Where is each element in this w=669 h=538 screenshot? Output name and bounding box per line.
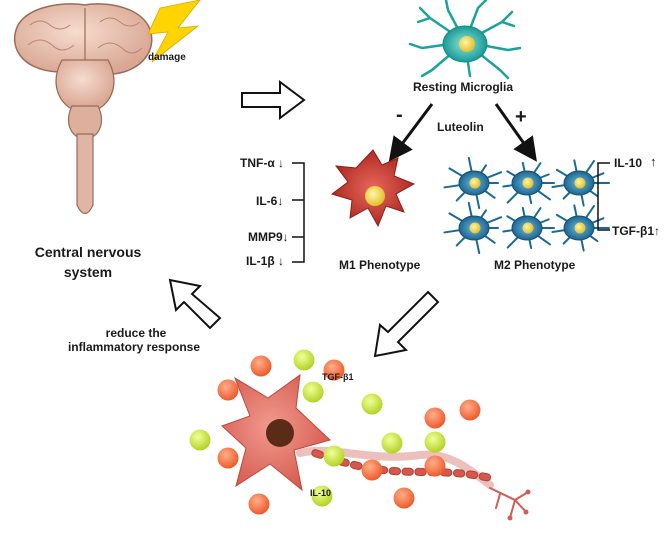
resting-microglia-label: Resting Microglia xyxy=(413,80,514,94)
lightning-icon xyxy=(147,0,201,63)
plus-sign: + xyxy=(515,106,527,128)
hollow-arrow-right xyxy=(241,80,306,120)
m2-markers-bracket xyxy=(597,162,610,231)
tgf-b1-ball xyxy=(393,487,415,509)
tgf-b1-ball xyxy=(459,399,481,421)
il-10-ball xyxy=(424,431,446,453)
axon-segment xyxy=(465,470,479,480)
m2-cell xyxy=(502,161,555,205)
resting-microglia-cell xyxy=(408,0,522,80)
m1-marker-mmp9: MMP9↓ xyxy=(248,230,289,244)
m2-cell xyxy=(502,206,555,250)
cns-label-line2: system xyxy=(63,264,113,280)
il-10-ball xyxy=(323,445,345,467)
tgf-b1-ball xyxy=(248,493,270,515)
il-10-ball xyxy=(361,393,383,415)
il-10-ball xyxy=(302,381,324,403)
arrow-to-m1 xyxy=(388,103,434,162)
tgf-b1-ball xyxy=(424,455,446,477)
brain-illustration xyxy=(13,3,153,215)
m2-microglia-cells xyxy=(443,156,610,255)
hollow-arrow-down-left xyxy=(373,290,440,358)
tgf-ball-label: TGF-β1 xyxy=(322,372,354,382)
m1-markers-bracket xyxy=(292,162,305,263)
luteolin-label: Luteolin xyxy=(437,120,484,134)
il-10-ball xyxy=(189,429,211,451)
axon-segment xyxy=(478,472,492,482)
axon-segment xyxy=(388,466,402,476)
tgf-b1-ball xyxy=(424,407,446,429)
axon-segment xyxy=(311,449,325,459)
m2-marker-tgfb1: TGF-β1↑ xyxy=(612,224,660,238)
m1-marker-il1b: IL-1β ↓ xyxy=(246,254,284,268)
tgf-b1-ball xyxy=(361,459,383,481)
tgf-b1-ball xyxy=(323,359,345,381)
axon-segment xyxy=(452,469,466,478)
axon-segment xyxy=(401,467,414,476)
cns-label-line1: Central nervous xyxy=(34,244,142,260)
arrow-to-m2 xyxy=(494,103,537,162)
cytokine-balls xyxy=(189,349,481,515)
m2-cell xyxy=(551,204,610,252)
tgf-b1-ball xyxy=(250,355,272,377)
reduce-label-line2: inflammatory response xyxy=(67,340,201,354)
reduce-label-line1: reduce the xyxy=(105,326,167,340)
m2-cell xyxy=(443,156,503,210)
m2-cell xyxy=(551,159,610,207)
axon-segment xyxy=(349,460,363,470)
minus-sign: - xyxy=(396,104,403,126)
m2-phenotype-label: M2 Phenotype xyxy=(494,258,576,272)
m2-cell xyxy=(443,201,503,255)
damage-label: damage xyxy=(148,52,186,63)
axon-segment xyxy=(414,467,427,476)
tgf-b1-ball xyxy=(217,379,239,401)
m2-marker-il10: IL-10 xyxy=(614,156,643,170)
il-10-ball xyxy=(381,432,403,454)
il10-ball-label: IL-10 xyxy=(310,488,332,498)
il-10-ball xyxy=(293,349,315,371)
hollow-arrow-up-left xyxy=(168,278,222,330)
tgf-b1-ball xyxy=(217,447,239,469)
m2-marker-il10-arrow: ↑ xyxy=(650,154,657,169)
il-10-ball xyxy=(311,485,333,507)
m1-marker-il6: IL-6↓ xyxy=(256,194,284,208)
m1-marker-tnf: TNF-α ↓ xyxy=(240,156,285,170)
m1-phenotype-label: M1 Phenotype xyxy=(339,258,421,272)
m1-microglia-cell xyxy=(330,149,416,228)
